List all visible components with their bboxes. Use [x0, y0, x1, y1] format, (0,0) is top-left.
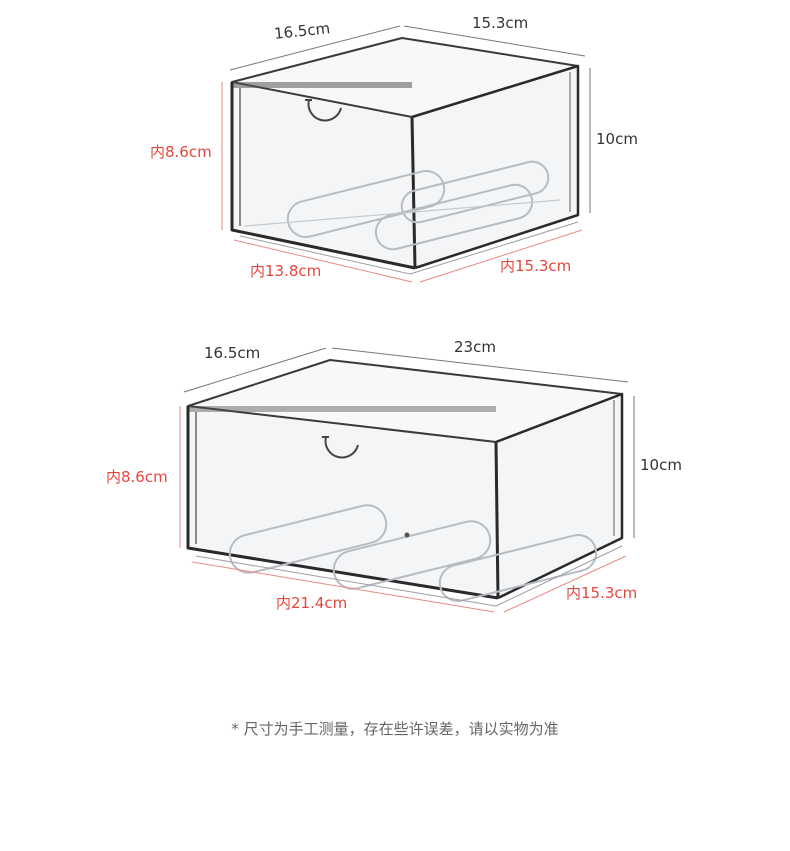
- box2-dimension-lines: [179, 347, 635, 613]
- box1-depth-label: 15.3cm: [472, 14, 529, 32]
- box1-inner-width-label: 内13.8cm: [250, 262, 322, 280]
- box2-width-label: 16.5cm: [204, 344, 261, 362]
- box2-inner-depth-label: 内15.3cm: [566, 584, 638, 602]
- box1-inner-depth-label: 内15.3cm: [500, 257, 572, 275]
- box2-inner-height-label: 内8.6cm: [106, 468, 168, 486]
- box1-height-label: 10cm: [596, 130, 638, 148]
- box1-inner-height-label: 内8.6cm: [150, 143, 212, 161]
- measurement-disclaimer: * 尺寸为手工测量，存在些许误差，请以实物为准: [231, 720, 559, 738]
- box1-drawing: [230, 37, 580, 275]
- box2-height-label: 10cm: [640, 456, 682, 474]
- box1-dimension-lines: [221, 25, 591, 283]
- box2-inner-width-label: 内21.4cm: [276, 594, 348, 612]
- box2-drawing: [186, 359, 624, 607]
- box2-length-label: 23cm: [454, 338, 496, 356]
